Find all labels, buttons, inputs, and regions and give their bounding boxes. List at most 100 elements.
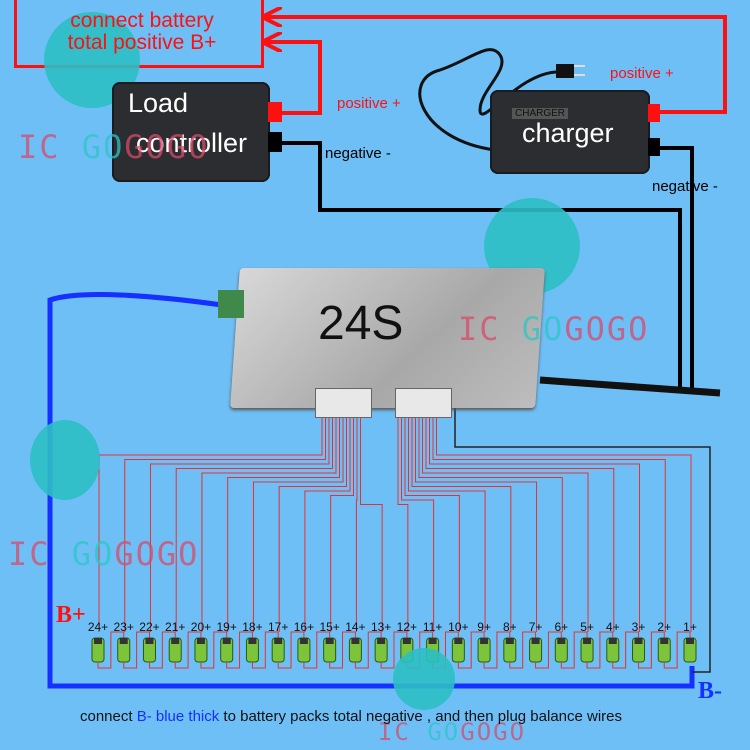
bms-label: 24S [318,297,404,350]
balance-wire [355,412,358,632]
cell-label: 12+ [396,620,418,634]
b-plus-label: B+ [56,602,86,628]
cell-label: 7+ [528,620,543,634]
balance-wire [418,412,563,632]
balance-wire [436,412,692,632]
battery-terminal-icon [557,638,566,644]
watermark-logo-icon [30,420,100,500]
cell-label: 17+ [267,620,289,634]
cell-label: 3+ [631,620,646,634]
series-link [535,631,562,669]
series-link [586,631,614,669]
controller-positive-label: positive + [337,95,401,112]
cell-label: 8+ [502,620,517,634]
series-link [638,631,665,669]
balance-wire [404,412,460,632]
series-link [277,631,305,669]
cell-label: 1+ [683,620,697,634]
balance-wires [98,412,692,632]
plug-icon [556,64,574,78]
balance-wire [408,412,486,632]
balance-wire [330,412,354,632]
controller-negative-terminal [268,132,282,152]
balance-wire [360,412,383,632]
charger-brand: CHARGER [512,108,569,119]
battery-terminal-icon [660,638,669,644]
cell-label: 23+ [113,620,134,634]
load-controller [112,82,270,182]
battery-terminal-icon [634,638,643,644]
watermark: IC GOGOGO [8,535,200,573]
balance-wire [149,412,330,632]
series-link [380,631,408,669]
cell-label: 10+ [448,620,469,634]
balance-connector-left[interactable] [315,388,372,418]
battery-terminal-icon [274,638,283,644]
battery-terminal-icon [171,638,180,644]
cell-label: 15+ [319,620,340,634]
cell-label: 13+ [370,620,392,634]
balance-wire [252,412,344,632]
charger-positive-wire [266,17,727,114]
series-link [560,631,588,669]
balance-wire [432,412,666,632]
series-link [148,631,176,669]
battery-terminal-icon [119,638,128,644]
controller-positive-wire [266,42,322,115]
battery-terminal-icon [299,638,308,644]
battery-cells [91,631,697,669]
cell-label: 21+ [165,620,186,634]
battery-terminal-icon [608,638,617,644]
b-minus-label: B- [698,678,722,704]
b-plus-note: connect battery total positive B+ [42,10,242,54]
charger-positive-label: positive + [610,65,674,82]
cell-label: 22+ [139,620,160,634]
balance-wire [425,412,615,632]
balance-wire [401,412,435,632]
footer-instruction: connect B- blue thick to battery packs t… [80,708,623,725]
balance-wire [124,412,326,632]
cell-label: 2+ [657,620,672,634]
battery-terminal-icon [351,638,360,644]
charger [490,90,650,174]
battery-terminal-icon [583,638,592,644]
controller-positive-terminal [268,102,282,122]
balance-wire [175,412,333,632]
cell-label: 19+ [216,620,237,634]
battery-terminal-icon [428,638,437,644]
cell-label: 6+ [554,620,569,634]
battery-terminal-icon [248,638,257,644]
balance-connector-right[interactable] [395,388,452,418]
charger-negative-wire [660,146,694,392]
balance-wire [429,412,641,632]
series-link [97,631,125,669]
series-link [663,631,691,669]
bms-pcb-edge [218,290,244,318]
battery-terminal-icon [505,638,514,644]
series-link [226,631,253,669]
watermark: IC GOGOGO [18,128,210,166]
cell-label: 9+ [477,620,491,634]
battery-terminal-icon [94,638,102,644]
watermark: IC GOGOGO [378,718,527,746]
b-minus-blue-wire [47,292,695,689]
battery-terminal-icon [196,638,205,644]
battery-terminal-icon [531,638,540,644]
cell-label: 4+ [605,620,620,634]
controller-label: controller [136,128,248,158]
cell-label: 5+ [580,620,594,634]
sense-wire [454,408,711,673]
balance-wire [227,412,340,632]
charger-negative-terminal [648,138,660,156]
load-label: Load [128,88,189,118]
charger-positive-terminal [648,104,660,122]
cell-label: 11+ [422,620,443,634]
series-link [200,631,228,669]
battery-terminal-icon [454,638,463,644]
balance-wire [201,412,337,632]
balance-wire [415,412,538,632]
cell-label: 16+ [293,620,315,634]
watermark-logo-icon [393,648,455,710]
balance-wire [397,412,409,632]
